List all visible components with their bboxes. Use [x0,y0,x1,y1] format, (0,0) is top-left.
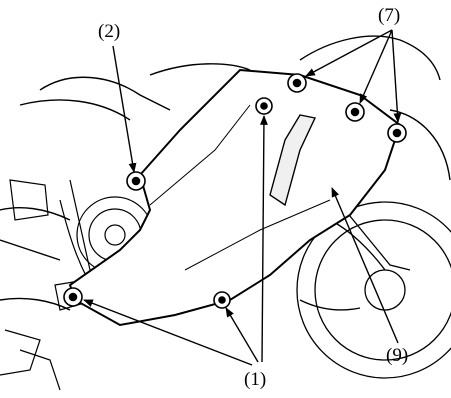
callout-2: (2) [98,21,121,42]
bolt-icon [63,73,407,309]
side-cover-groove [269,114,317,207]
front-wheel [296,201,451,379]
fairing-outline [0,35,451,311]
callout-1: (1) [244,369,267,390]
callout-9: (9) [386,345,409,366]
leader-arrow [83,29,402,366]
side-cover-edge [149,104,331,271]
callout-7: (7) [378,5,401,26]
